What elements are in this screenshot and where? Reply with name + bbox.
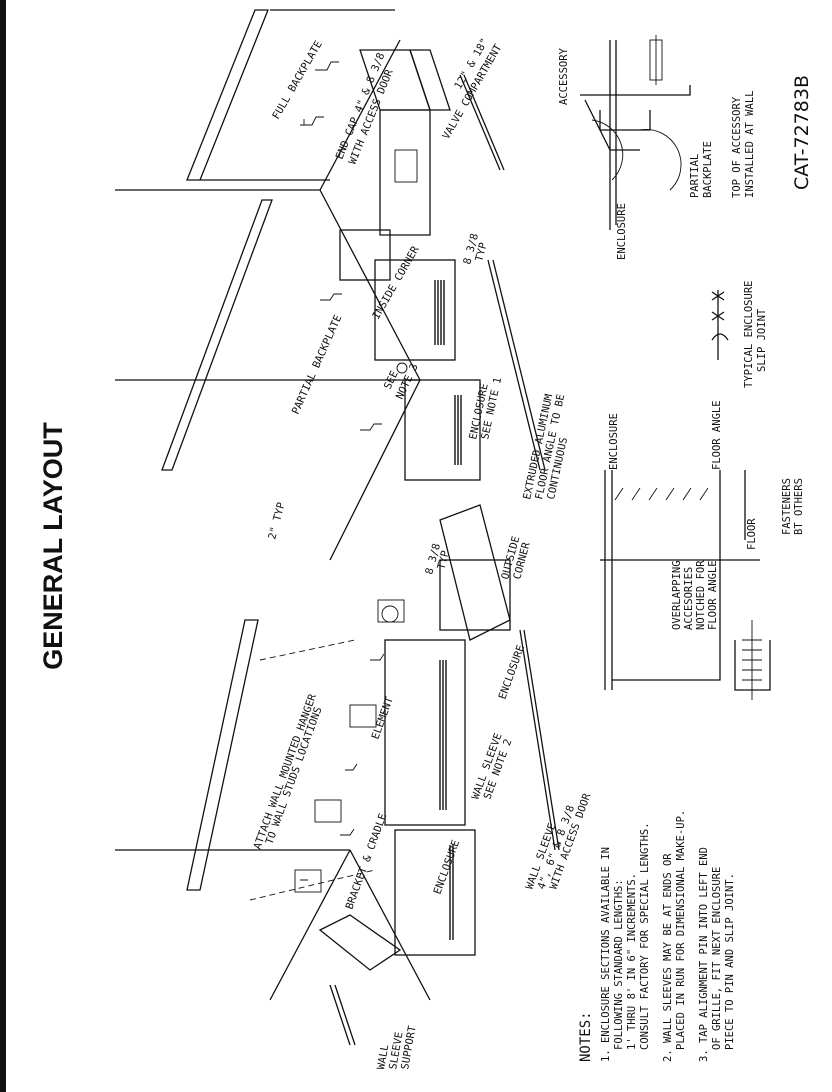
- note-3-line-1: 3. TAP ALIGNMENT PIN INTO LEFT END: [698, 847, 710, 1062]
- label-inside-corner: INSIDE CORNER: [370, 244, 422, 322]
- label-overlap-3: NOTCHED FOR: [695, 560, 707, 630]
- catalog-number: CAT-72783B: [791, 75, 813, 190]
- label-top-acc-1: TOP OF ACCESSORY: [731, 96, 743, 198]
- note-2-line-2: PLACED IN RUN FOR DIMENSIONAL MAKE-UP.: [675, 810, 687, 1050]
- label-accessory: ACCESSORY: [558, 47, 570, 105]
- label-ws-support-3: SUPPORT: [399, 1024, 419, 1070]
- label-fasteners-2: BT OTHERS: [793, 478, 805, 535]
- detail-floor-section: ENCLOSURE FLOOR ANGLE FLOOR OVERLAPPING …: [600, 400, 805, 700]
- label-slip-joint-1: TYPICAL ENCLOSURE: [743, 281, 755, 388]
- note-1-line-1: 1. ENCLOSURE SECTIONS AVAILABLE IN: [600, 847, 612, 1062]
- label-top-acc-2: INSTALLED AT WALL: [744, 91, 756, 198]
- label-slip-joint-2: SLIP JOINT: [756, 308, 768, 372]
- label-fasteners-1: FASTENERS: [781, 478, 793, 535]
- detail-top-of-accessory: ACCESSORY ENCLOSURE PARTIAL BACKPLATE TO…: [558, 35, 756, 260]
- label-floor: FLOOR: [746, 518, 758, 550]
- label-overlap-1: OVERLAPPING: [671, 560, 683, 630]
- page-title: GENERAL LAYOUT: [38, 422, 68, 670]
- note-2-line-1: 2. WALL SLEEVES MAY BE AT ENDS OR: [662, 853, 674, 1062]
- label-partial-bp-2: BACKPLATE: [702, 141, 714, 198]
- label-enclosure-detail: ENCLOSURE: [616, 203, 628, 260]
- label-dim-typ-2: TYP: [473, 241, 490, 262]
- label-sec-enclosure: ENCLOSURE: [608, 413, 620, 470]
- label-two-inch-typ: 2" TYP: [266, 501, 287, 541]
- note-3-line-3: PIECE TO PIN AND SLIP JOINT.: [724, 873, 736, 1050]
- label-partial-backplate: PARTIAL BACKPLATE: [290, 313, 345, 416]
- label-enclosure-left: ENCLOSURE: [432, 838, 463, 896]
- label-bracket-cradle: BRACKET & CRADLE: [344, 812, 390, 911]
- label-dim-out-2: TYP: [435, 549, 452, 570]
- label-overlap-4: FLOOR ANGLE: [707, 560, 719, 630]
- note-1-line-4: CONSULT FACTORY FOR SPECIAL LENGTHS.: [639, 822, 651, 1050]
- label-overlap-2: ACCESORIES: [683, 567, 695, 630]
- label-full-backplate: FULL BACKPLATE: [270, 39, 325, 122]
- note-1-line-3: 1' THRU 8' IN 6" INCREMENTS.: [626, 873, 638, 1050]
- diagram-labels: FULL BACKPLATE VALVE COMPARTMENT 12" & 1…: [252, 36, 594, 1070]
- label-element: ELEMENT: [370, 695, 397, 741]
- label-floor-angle: FLOOR ANGLE: [711, 400, 723, 470]
- isometric-layout: [115, 9, 560, 1046]
- notes-block: NOTES: 1. ENCLOSURE SECTIONS AVAILABLE I…: [578, 810, 736, 1062]
- label-ws-support-1: WALL: [375, 1044, 391, 1071]
- label-attach-2: TO WALL STUDS LOCATIONS: [264, 705, 325, 846]
- note-3-line-2: OF GRILLE, FIT NEXT ENCLOSURE: [711, 867, 723, 1050]
- label-enclosure: ENCLOSURE: [497, 643, 528, 701]
- detail-slip-joint: TYPICAL ENCLOSURE SLIP JOINT: [711, 281, 768, 388]
- label-partial-bp-1: PARTIAL: [689, 154, 701, 198]
- notes-heading: NOTES:: [578, 1011, 594, 1062]
- label-see-note-3b: NOTE 3: [394, 362, 421, 401]
- left-border-bar: [0, 0, 6, 1092]
- note-1-line-2: FOLLOWING STANDARD LENGTHS:: [613, 879, 625, 1050]
